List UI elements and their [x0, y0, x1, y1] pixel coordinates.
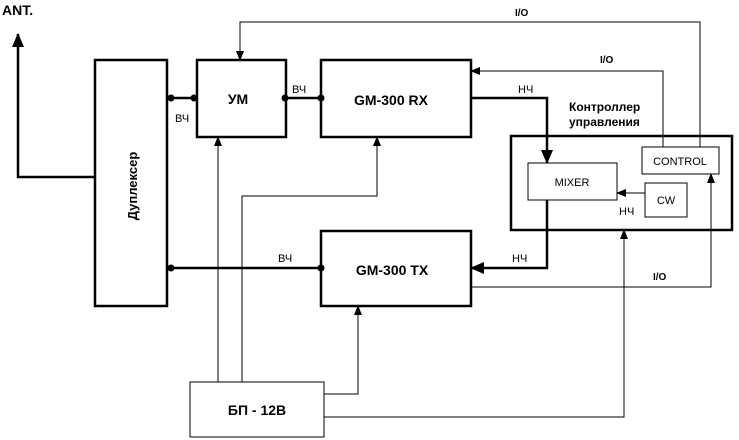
mixer-label: MIXER: [555, 177, 590, 189]
io-line-tx-control: [471, 173, 715, 288]
controller-title-line1: Контроллер: [569, 100, 640, 114]
controller-title-line2: управления: [569, 115, 640, 129]
lf-label-rx-mixer: НЧ: [518, 84, 533, 96]
io-label-tx: I/O: [653, 272, 667, 283]
antenna-label: ANT.: [2, 2, 33, 18]
power-supply-block: [189, 381, 325, 438]
amplifier-block: [195, 58, 288, 139]
cw-label: CW: [657, 195, 676, 207]
control-block: [641, 146, 720, 175]
io-line-control-amp: [236, 21, 701, 147]
io-label-rx: I/O: [600, 55, 614, 66]
cw-block: [644, 182, 688, 218]
lf-line-rx-mixer: [471, 96, 553, 164]
rf-line-tx-duplexer: [167, 264, 325, 272]
duplexer-block: [93, 58, 169, 308]
lf-line-mixer-tx: [470, 200, 549, 274]
io-label-top: I/O: [515, 8, 529, 19]
mixer-block: [527, 162, 618, 201]
rf-label-amp-rx: ВЧ: [292, 84, 306, 96]
control-label: CONTROL: [653, 156, 707, 168]
power-supply-label: БП - 12В: [228, 402, 286, 418]
rf-label-duplexer-amp: ВЧ: [175, 113, 189, 125]
lf-label-mixer-tx: НЧ: [512, 253, 527, 265]
receiver-label: GM-300 RX: [354, 92, 429, 108]
io-line-control-rx: [470, 67, 664, 147]
antenna-feed: [12, 33, 95, 179]
lf-label-cw-mixer: НЧ: [619, 206, 634, 218]
rf-line-amp-rx: [281, 94, 325, 102]
power-line-rx: [241, 136, 381, 382]
rf-label-tx-duplexer: ВЧ: [278, 253, 292, 265]
amplifier-label: УМ: [228, 91, 248, 107]
power-line-tx: [324, 305, 362, 395]
transmitter-label: GM-300 TX: [356, 262, 429, 278]
duplexer-label: Дуплексер: [125, 152, 140, 221]
power-line-controller: [324, 229, 628, 418]
rf-line-duplexer-amp: [167, 94, 198, 102]
receiver-block: [319, 58, 473, 139]
